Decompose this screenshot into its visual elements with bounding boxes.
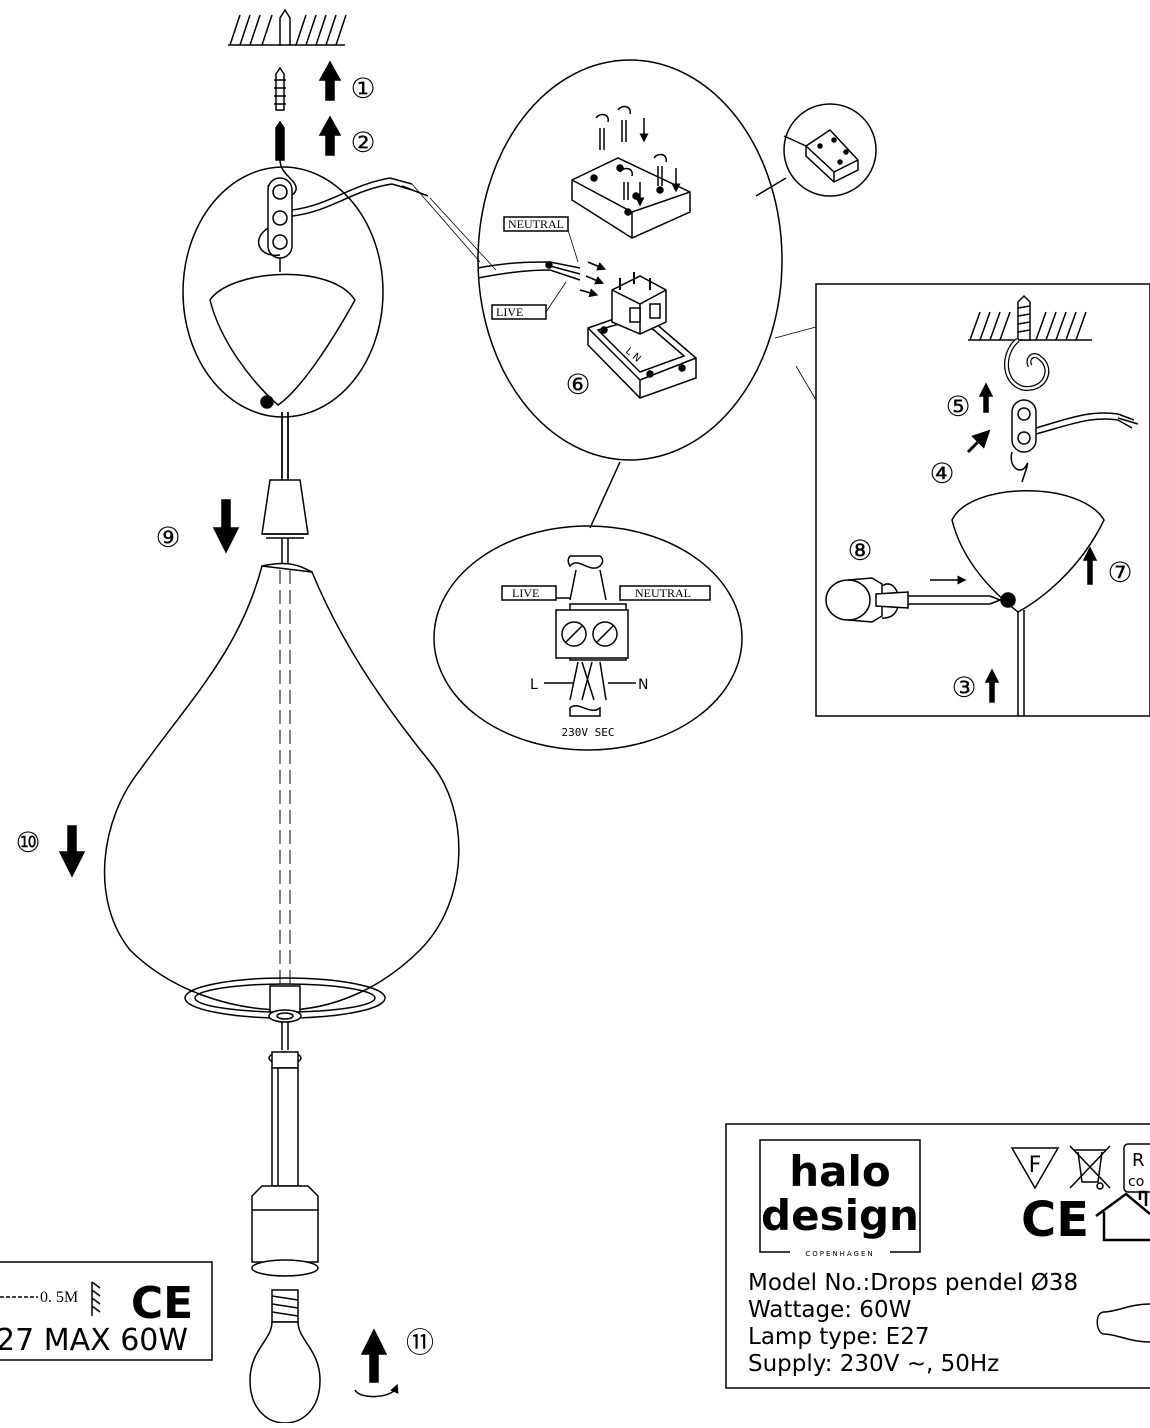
ce-mark: CE <box>131 1278 193 1329</box>
terminal-live-label: LIVE <box>512 586 539 600</box>
terminal-neutral-label: NEUTRAL <box>635 586 691 600</box>
bulb-spec-text: 27 MAX 60W <box>0 1323 188 1358</box>
step-9: ⑨ <box>155 499 240 554</box>
canopy-detail <box>182 159 429 478</box>
terminal-n-label: N <box>638 677 648 693</box>
bulb-spec-label: 0. 5M CE 27 MAX 60W <box>0 1261 213 1361</box>
step-8: ⑧ <box>847 534 872 567</box>
supply: Supply: 230V ~, 50Hz <box>748 1351 999 1377</box>
model-number: Model No.:Drops pendel Ø38 <box>748 1270 1078 1296</box>
wiring-live-label: LIVE <box>496 305 523 319</box>
connector-line-2 <box>589 461 621 529</box>
svg-text:⑪: ⑪ <box>406 1326 434 1359</box>
ceiling-mount-inset: ⑤ ④ ⑧ ⑦ ③ <box>774 283 1150 717</box>
connector-line-1 <box>755 177 787 197</box>
wattage: Wattage: 60W <box>748 1297 911 1323</box>
rohs-mark-top: R <box>1132 1150 1145 1171</box>
step-4: ④ <box>929 457 954 490</box>
step-5: ⑤ <box>945 390 970 423</box>
step-11: ⑪ <box>354 1326 434 1398</box>
junction-box-detail <box>783 103 877 197</box>
bulb-symbol-icon <box>1096 1303 1150 1343</box>
weee-bin-icon <box>1069 1145 1111 1190</box>
svg-text:⑨: ⑨ <box>155 521 180 554</box>
leader-line-1 <box>411 183 481 263</box>
wall-plug-icon <box>274 66 286 111</box>
terminal-l-label: L <box>530 677 538 693</box>
step-10: ⑩ <box>15 825 86 878</box>
terminal-detail: LIVE NEUTRAL L N 230V SEC <box>433 525 743 751</box>
ceiling-hook-icon <box>275 120 285 161</box>
step-3: ③ <box>951 671 976 704</box>
brand-line-1: halo <box>789 1147 891 1196</box>
ceiling-hatch-top <box>228 8 347 46</box>
rating-label: halo design COPENHAGEN COPENHAGEN F R co… <box>725 1123 1150 1389</box>
svg-text:⑩: ⑩ <box>15 826 40 859</box>
step-7: ⑦ <box>1107 556 1132 589</box>
label-ce-mark: CE <box>1021 1192 1089 1248</box>
brand-line-2: design <box>761 1191 919 1240</box>
step-1: ① <box>318 60 376 105</box>
lamp-type: Lamp type: E27 <box>748 1324 929 1350</box>
lamp-assembly <box>103 412 460 1424</box>
step-6: ⑥ <box>565 368 590 401</box>
wiring-neutral-label: NEUTRAL <box>508 217 564 231</box>
step-2: ② <box>318 115 376 159</box>
terminal-supply-label: 230V SEC <box>562 726 615 739</box>
svg-text:COPENHAGEN: COPENHAGEN <box>805 1250 874 1258</box>
distance-label: 0. 5M <box>40 1289 78 1306</box>
svg-text:②: ② <box>350 126 375 159</box>
leader-line-2 <box>429 197 497 271</box>
rohs-mark-bottom: co <box>1128 1174 1144 1190</box>
wiring-detail: L N NEUTRAL LIVE ⑥ <box>477 59 783 461</box>
f-mark: F <box>1029 1153 1042 1178</box>
svg-text:①: ① <box>350 72 375 105</box>
